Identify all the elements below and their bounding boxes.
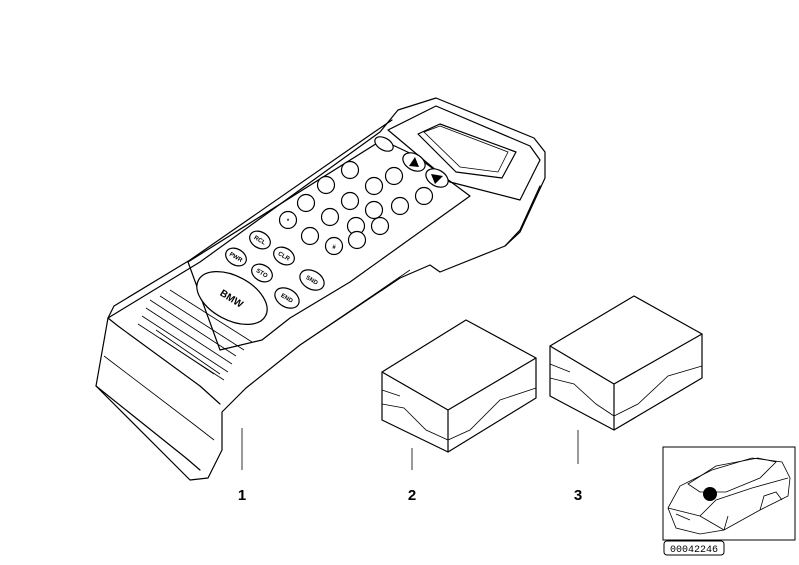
rcl-key: RCL (249, 230, 271, 250)
handset-top-button (374, 136, 394, 152)
numeric-keypad (278, 160, 434, 256)
arrow-down-key (425, 168, 449, 188)
location-marker-dot (703, 487, 717, 501)
package-illustration-3 (549, 295, 703, 464)
snd-key: SND (299, 269, 325, 291)
part-number-2: 2 (408, 487, 416, 504)
part-number-3: 3 (574, 487, 582, 504)
part-number-1: 1 (238, 487, 246, 504)
end-key: END (274, 287, 300, 309)
vehicle-location-thumbnail: 00042246 (662, 446, 796, 556)
hash-key-label: # (332, 245, 336, 251)
bmw-logo-oval: BMW (196, 271, 268, 325)
handset-illustration: BMW (95, 97, 546, 481)
svg-text:END: END (280, 293, 295, 305)
svg-text:RCL: RCL (253, 235, 267, 247)
sto-key: STO (251, 263, 273, 283)
car-outline-icon (667, 457, 791, 535)
diagram-number: 00042246 (670, 545, 718, 556)
speaker-grille (137, 289, 253, 381)
svg-text:SND: SND (305, 275, 320, 287)
svg-text:CLR: CLR (277, 251, 291, 263)
svg-text:STO: STO (255, 268, 269, 279)
star-key-label: * (287, 219, 290, 225)
package-illustration-2 (381, 319, 537, 470)
pwr-key: PWR (225, 247, 247, 267)
clr-key: CLR (273, 246, 295, 266)
arrow-up-key (402, 152, 426, 172)
